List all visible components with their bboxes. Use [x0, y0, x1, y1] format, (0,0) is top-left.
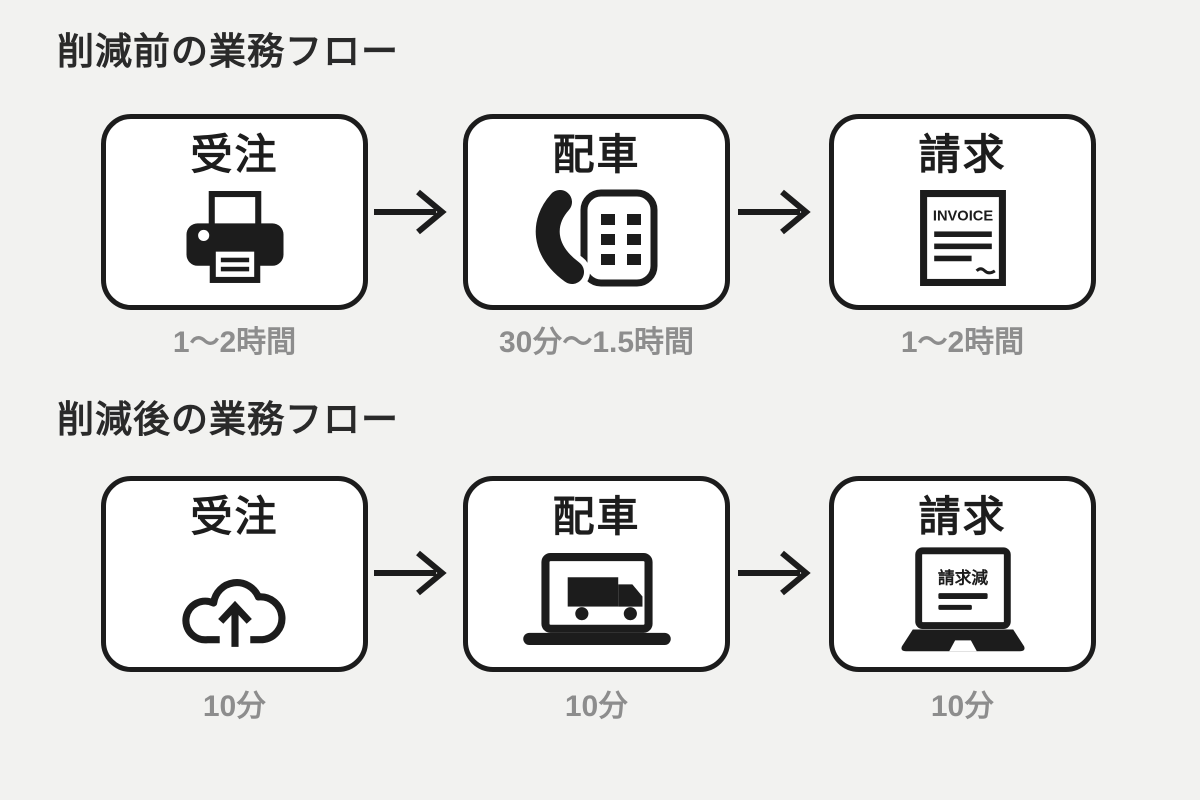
- step-duration: 10分: [202, 690, 267, 723]
- section-title-after: 削減後の業務フロー: [57, 399, 399, 440]
- icon-wrap: INVOICE: [834, 179, 1091, 305]
- arrow-right-icon: [738, 189, 811, 235]
- step-duration: 30分〜1.5時間: [498, 326, 695, 359]
- step-duration: 1〜2時間: [172, 326, 297, 359]
- arrow-right-icon: [738, 550, 811, 596]
- laptop-screen-text: 請求減: [937, 567, 987, 587]
- arrow-right-icon: [374, 189, 447, 235]
- flow-step-billing-before: 請求 INVOICE: [829, 114, 1096, 310]
- flow-step-billing-after: 請求 請求減: [829, 476, 1096, 672]
- icon-wrap: [468, 541, 725, 667]
- arrow-right-icon: [374, 550, 447, 596]
- invoice-title-text: INVOICE: [932, 208, 992, 224]
- step-label: 請求: [918, 131, 1007, 178]
- step-duration: 10分: [930, 690, 995, 723]
- step-duration: 1〜2時間: [900, 326, 1025, 359]
- invoice-document-icon: INVOICE: [919, 190, 1006, 287]
- fax-printer-icon: [185, 191, 284, 284]
- step-label: 請求: [918, 493, 1007, 540]
- icon-wrap: [106, 179, 363, 305]
- icon-wrap: 請求減: [834, 541, 1091, 667]
- laptop-invoice-icon: 請求減: [900, 547, 1025, 652]
- section-title-before: 削減前の業務フロー: [57, 31, 399, 72]
- flow-step-order-before: 受注: [101, 114, 368, 310]
- step-label: 受注: [190, 131, 279, 178]
- flow-step-order-after: 受注: [101, 476, 368, 672]
- step-label: 配車: [552, 493, 641, 540]
- icon-wrap: [468, 179, 725, 305]
- flow-step-dispatch-before: 配車: [463, 114, 730, 310]
- step-label: 配車: [552, 131, 641, 178]
- laptop-truck-icon: [522, 553, 671, 646]
- phone-keypad-icon: [533, 188, 658, 289]
- step-label: 受注: [190, 493, 279, 540]
- step-duration: 10分: [564, 690, 629, 723]
- flow-step-dispatch-after: 配車: [463, 476, 730, 672]
- cloud-upload-icon: [181, 578, 285, 649]
- icon-wrap: [106, 541, 363, 667]
